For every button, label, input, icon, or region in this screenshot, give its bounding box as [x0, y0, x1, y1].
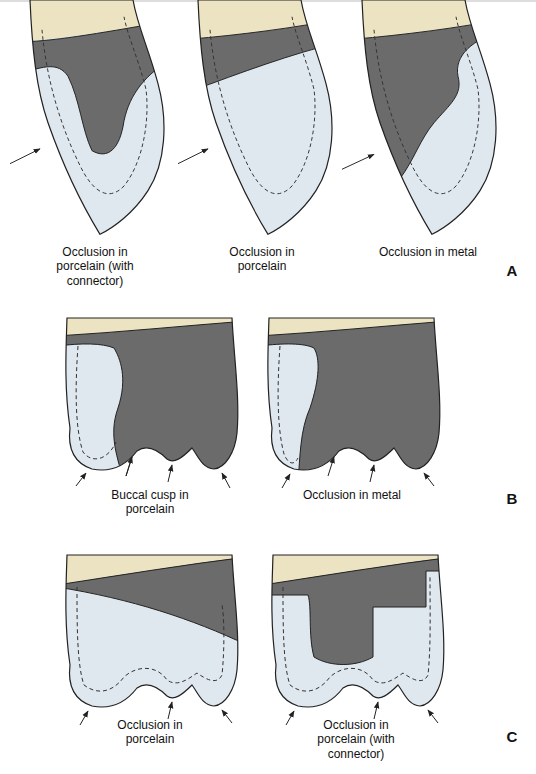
panel-letter: B: [500, 490, 524, 508]
metal-coping: [355, 19, 505, 186]
caption-label: Occlusion in porcelain: [100, 718, 200, 747]
dashed-preparation-line: [210, 17, 315, 194]
anterior-crown: [342, 0, 505, 234]
caption-label: Occlusion in porcelain (with connector): [45, 245, 145, 288]
posterior-crown: [263, 550, 453, 725]
caption-label: Occlusion in metal: [378, 245, 478, 259]
metal-coping: [263, 557, 453, 665]
caption-label: Buccal cusp in porcelain: [100, 488, 200, 517]
posterior-crown: [259, 313, 449, 488]
dashed-preparation-line: [278, 346, 298, 463]
posterior-crown: [57, 550, 247, 725]
crown-outline: [272, 555, 444, 707]
arrow: [10, 149, 40, 164]
dashed-preparation-line: [77, 587, 224, 691]
metal-coping: [259, 321, 449, 483]
crown-outline: [66, 555, 238, 707]
panel-letter: A: [500, 262, 524, 280]
caption-label: Occlusion in metal: [302, 488, 402, 502]
metal-coping: [57, 557, 247, 645]
arrow: [342, 154, 374, 169]
dashed-preparation-line: [76, 346, 116, 459]
crown-outline: [362, 0, 496, 234]
dashed-preparation-line: [374, 17, 479, 194]
crown-outline: [198, 0, 332, 234]
anterior-crown: [10, 0, 173, 234]
panel-letter: C: [500, 728, 524, 746]
metal-coping: [57, 321, 247, 483]
crown-outline: [30, 0, 164, 234]
metal-coping: [191, 19, 341, 92]
caption-label: Occlusion in porcelain (with connector): [306, 718, 406, 761]
arrows: [76, 457, 230, 488]
arrow: [178, 149, 208, 164]
arrows: [282, 457, 434, 488]
posterior-crown: [57, 313, 247, 488]
dashed-preparation-line: [283, 575, 430, 691]
caption-label: Occlusion in porcelain: [212, 245, 312, 274]
crown-outline: [66, 318, 238, 470]
metal-coping: [23, 20, 173, 153]
crown-outline: [268, 318, 440, 470]
dashed-preparation-line: [42, 17, 147, 194]
anterior-crown: [178, 0, 341, 234]
